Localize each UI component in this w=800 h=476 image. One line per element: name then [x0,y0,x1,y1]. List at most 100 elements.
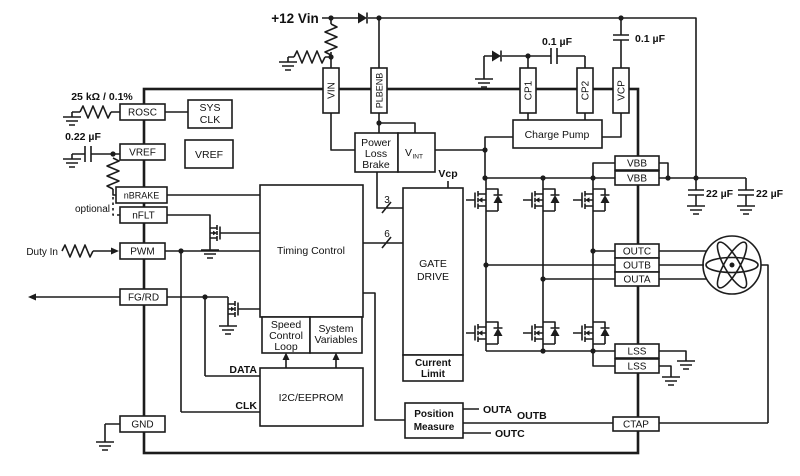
ground-icon [736,200,756,215]
vref-cap-label: 0.22 µF [65,131,101,143]
pin-fgrd [119,288,168,306]
pin-label-vref: VREF [129,148,156,159]
pin-label-fgrd: FG/RD [128,293,159,304]
pm-outa-label: OUTA [483,404,512,416]
function-blocks [184,99,603,439]
sys-clk-label-1: SYS [199,102,220,114]
pin-label-vbb2: VBB [627,174,647,185]
ground-icon [95,436,115,451]
ground-icon [62,111,82,126]
ground-icon [62,153,82,168]
duty-in-resistor [61,244,94,258]
i2c-eeprom-label: I2C/EEPROM [279,392,344,404]
pin-label-gnd: GND [131,420,153,431]
duty-in-label: Duty In [26,247,58,258]
high-side-mosfet-c-icon [572,184,611,216]
block-i2c-eeprom [259,367,364,427]
junction-dots [110,15,699,354]
charge-pump-label: Charge Pump [525,129,590,141]
bus6-label: 6 [384,229,390,240]
data-label: DATA [229,364,257,376]
block-gate-drive [402,187,464,356]
wire-top-rail [288,17,697,178]
current-limit-label-2: Limit [421,369,446,380]
pin-label-nflt: nFLT [132,211,155,222]
pin-label-ctap: CTAP [623,420,649,431]
pin-label-plbenb: PLBENB [375,73,385,109]
pin-rosc [119,103,166,121]
block-sys-clk [187,99,233,129]
block-current-limit [402,354,464,382]
pm-outc-label: OUTC [495,428,525,440]
wires [36,17,769,437]
i2c-up-arrow-icon [332,352,340,360]
system-variables-label-1: System [318,323,353,335]
system-variables-label-2: Variables [315,334,358,346]
gate-drive-label-2: DRIVE [417,271,449,283]
pin-label-outc: OUTC [623,247,651,258]
position-measure-label-1: Position [414,409,453,420]
pin-gnd [119,415,166,433]
high-side-mosfet-b-icon [522,184,561,216]
pin-label-outb: OUTB [623,261,651,272]
vcp-cap-icon [613,34,629,41]
pm-outb-label: OUTB [517,410,547,422]
sys-clk-label-2: CLK [200,114,220,126]
block-vref [184,139,234,169]
ground-icon [676,355,696,370]
speed-control-loop-label-1: Speed [271,319,302,331]
pin-label-pwm: PWM [130,247,154,258]
vint-label: V [405,147,412,159]
bulk-cap-1-label: 22 µF [706,188,734,200]
ground-icon [686,200,706,215]
speed-control-loop-label-3: Loop [274,341,298,353]
cp-cap-label: 0.1 µF [542,36,573,48]
current-limit-label-1: Current [415,358,452,369]
rosc-resistor [79,105,112,119]
vin-divider-resistor-v [324,23,338,56]
pin-label-nbrake: nBRAKE [124,191,160,201]
pin-lss1 [614,343,660,359]
wire-power-stage [485,162,769,424]
fgrd-mosfet-icon [227,296,247,322]
block-vint [397,132,436,173]
cp-cap-icon [550,48,558,64]
block-position-measure [404,402,464,439]
i2c-up-arrow-icon [282,352,290,360]
block-system-variables [309,316,363,354]
power-loss-brake-label-2: Loss [365,148,387,160]
position-measure-label-2: Measure [414,422,455,433]
pin-pwm [119,242,166,260]
low-side-mosfet-a-icon [465,317,504,349]
timing-control-label: Timing Control [277,245,345,257]
rosc-resistor-label: 25 kΩ / 0.1% [71,91,133,103]
pin-outa [614,271,660,287]
pin-nflt [119,206,168,224]
supply-label: +12 Vin [271,11,318,26]
vcp-net-label: Vcp [438,168,457,180]
vin-divider-resistor-h [293,50,326,64]
pin-label-cp2: CP2 [581,80,592,100]
pin-vin [322,67,340,114]
duty-in-arrow-icon [111,247,119,255]
pin-label-lss1: LSS [628,347,647,358]
charge-pump-diode-icon [491,49,502,63]
pin-boxes [115,67,660,433]
wire-internal-buses [285,172,613,434]
pin-plbenb [370,67,388,114]
ground-icon [218,320,238,335]
low-side-mosfet-c-icon [572,317,611,349]
pin-label-outa: OUTA [623,275,650,286]
nflt-mosfet-icon [209,220,229,246]
pin-label-vcp: VCP [617,80,628,101]
pin-label-cp1: CP1 [524,80,535,100]
ground-icon [661,371,681,386]
pin-vbb2 [614,170,660,186]
pin-label-vbb1: VBB [627,159,647,170]
pin-nbrake [115,186,168,204]
bus3-label: 3 [384,195,390,206]
pin-vref [119,143,166,161]
power-loss-brake-label-3: Brake [362,159,390,171]
pin-cp1 [519,67,537,114]
